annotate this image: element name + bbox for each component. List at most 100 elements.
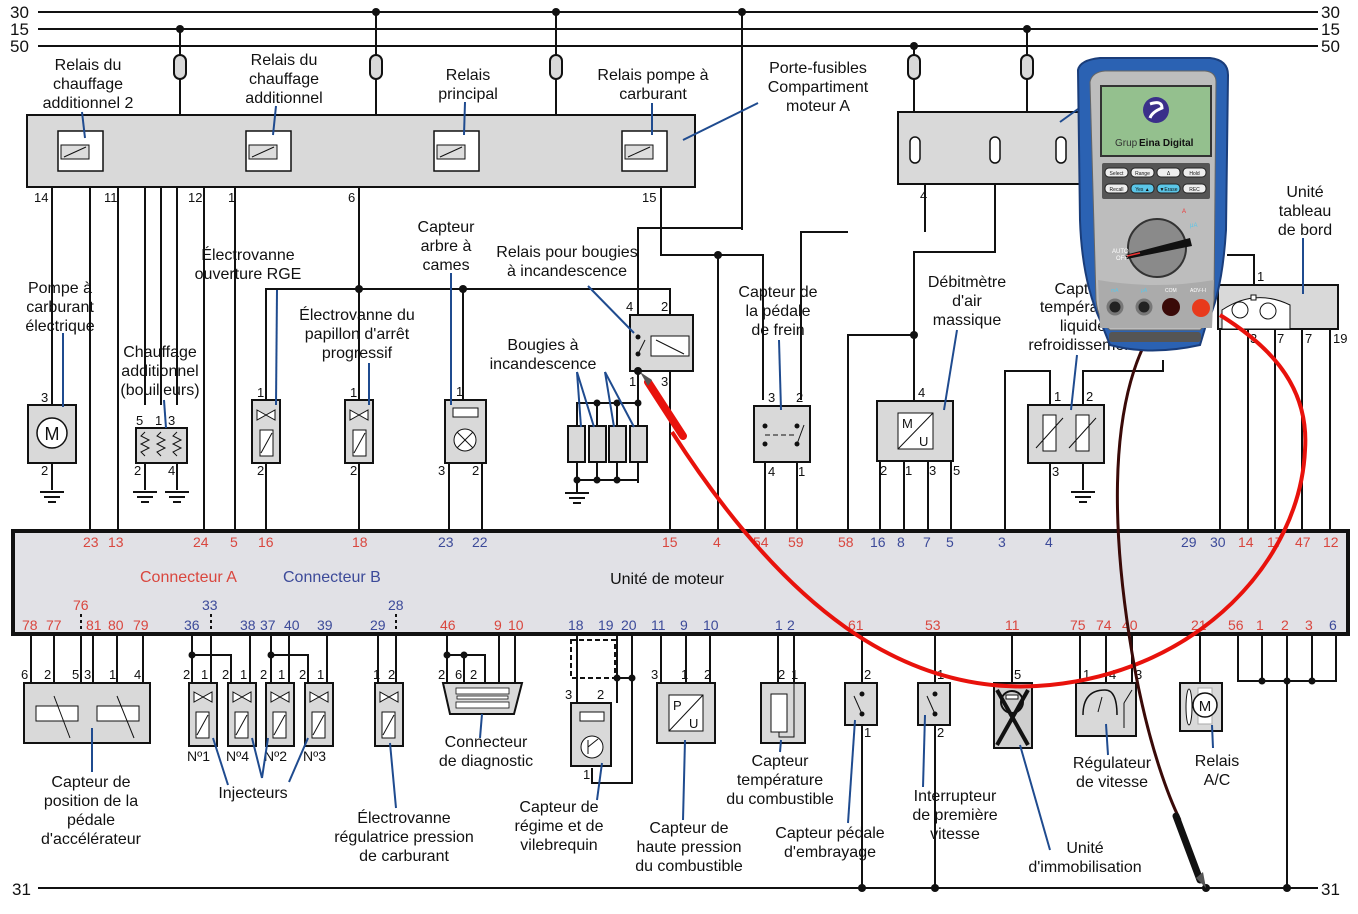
brand-prefix: Grup: [1115, 138, 1138, 149]
jack-ua[interactable]: [1135, 298, 1153, 316]
svg-text:2: 2: [937, 725, 944, 740]
ecu-pin: 9: [680, 617, 688, 633]
meter-button[interactable]: REC: [1182, 183, 1207, 194]
ground-icon: [565, 492, 589, 504]
svg-text:2: 2: [661, 299, 668, 314]
svg-text:1: 1: [155, 413, 162, 428]
meter-button[interactable]: Hold: [1182, 167, 1207, 178]
ecu-pin: 28: [388, 597, 404, 613]
meter-button[interactable]: Δ: [1156, 167, 1181, 178]
svg-text:P: P: [673, 698, 682, 713]
svg-text:5: 5: [1014, 667, 1021, 682]
fuse-icon: [1020, 54, 1034, 80]
debitmetre: M U 4 2 1 3 5: [876, 329, 960, 530]
svg-text:Range: Range: [1135, 171, 1150, 177]
meter-button[interactable]: Range: [1130, 167, 1155, 178]
svg-text:2: 2: [44, 667, 51, 682]
svg-text:2: 2: [597, 687, 604, 702]
ecu-pin: 18: [568, 617, 584, 633]
pin-label: 4: [920, 188, 927, 203]
meter-button[interactable]: Yes ▲: [1130, 183, 1155, 194]
ecu-pin: 10: [703, 617, 719, 633]
ecu-pin: 13: [108, 534, 124, 550]
svg-text:1: 1: [1257, 269, 1264, 284]
svg-text:2: 2: [438, 667, 445, 682]
svg-text:mA: mA: [1111, 288, 1119, 294]
svg-text:5: 5: [136, 413, 143, 428]
black-probe-tip[interactable]: [1172, 812, 1204, 884]
red-probe-tip[interactable]: [644, 378, 687, 440]
capteur-arbre-cames: 1 3 2: [438, 273, 487, 530]
svg-text:2: 2: [41, 463, 48, 478]
bus-30-label-left: 30: [10, 3, 29, 22]
red-probe-wire[interactable]: [670, 313, 1308, 689]
valve-icon: [256, 409, 276, 421]
meter-button[interactable]: ▼Erase: [1156, 183, 1181, 194]
ecu-pin: 23: [438, 534, 454, 550]
jack-com-with-black-probe[interactable]: [1162, 298, 1180, 316]
jack-v-with-red-probe[interactable]: [1192, 299, 1210, 317]
meter-button[interactable]: Select: [1104, 167, 1129, 178]
svg-text:2: 2: [796, 390, 803, 405]
svg-text:Recall: Recall: [1110, 187, 1124, 193]
ground-icon: [1071, 491, 1095, 503]
fuse-feeds: [173, 8, 1034, 230]
ecu-pin: 8: [897, 534, 905, 550]
ecu-unite-moteur: Connecteur A Connecteur B Unité de moteu…: [11, 529, 1350, 636]
injector-number: Nº2: [264, 748, 287, 764]
svg-text:1: 1: [905, 463, 912, 478]
svg-text:2: 2: [880, 463, 887, 478]
black-probe-wire[interactable]: [1115, 317, 1182, 821]
relay-icon: [433, 130, 480, 172]
fuse-icon: [369, 54, 383, 80]
brand-name: Eina Digital: [1139, 138, 1194, 149]
ecu-pin: 59: [788, 534, 804, 550]
ecu-pin: 29: [370, 617, 386, 633]
jack-ma[interactable]: [1106, 298, 1124, 316]
connecteur-diagnostic: 2 6 2: [438, 667, 524, 739]
ecu-pin: 80: [108, 617, 124, 633]
connector-a-label: Connecteur A: [140, 569, 237, 586]
ecu-pin: 37: [260, 617, 276, 633]
injector-number: Nº3: [303, 748, 326, 764]
relay-box: [26, 101, 759, 188]
relay-icon: [245, 130, 292, 172]
svg-text:1: 1: [798, 464, 805, 479]
svg-text:3: 3: [41, 390, 48, 405]
meter-button[interactable]: Recall: [1104, 183, 1129, 194]
bus-15-label-right: 15: [1321, 20, 1340, 39]
bus-15-label-left: 15: [10, 20, 29, 39]
ecu-pin: 20: [621, 617, 637, 633]
pin-label: 15: [642, 190, 656, 205]
glow-plug-icon: [567, 425, 586, 463]
ecu-pin: 61: [848, 617, 864, 633]
capteur-embrayage: 2 1: [844, 667, 878, 824]
ecu-pin: 47: [1295, 534, 1311, 550]
ecu-pin: 7: [923, 534, 931, 550]
svg-text:19: 19: [1333, 331, 1347, 346]
electrovanne-rge: 1 2: [251, 289, 281, 530]
pin-label: 12: [188, 190, 202, 205]
svg-text:AUTO: AUTO: [1112, 249, 1129, 255]
injecteur-leads: [212, 737, 309, 786]
ecu-pin: 39: [317, 617, 333, 633]
ecu-pin: 3: [1305, 617, 1313, 633]
svg-text:μA: μA: [1190, 223, 1197, 229]
ecu-pin: 1: [775, 617, 783, 633]
svg-text:1: 1: [350, 385, 357, 400]
unite-immobilisation: 5: [993, 667, 1051, 851]
ecu-pin: 5: [946, 534, 954, 550]
ecu-pin: 22: [472, 534, 488, 550]
